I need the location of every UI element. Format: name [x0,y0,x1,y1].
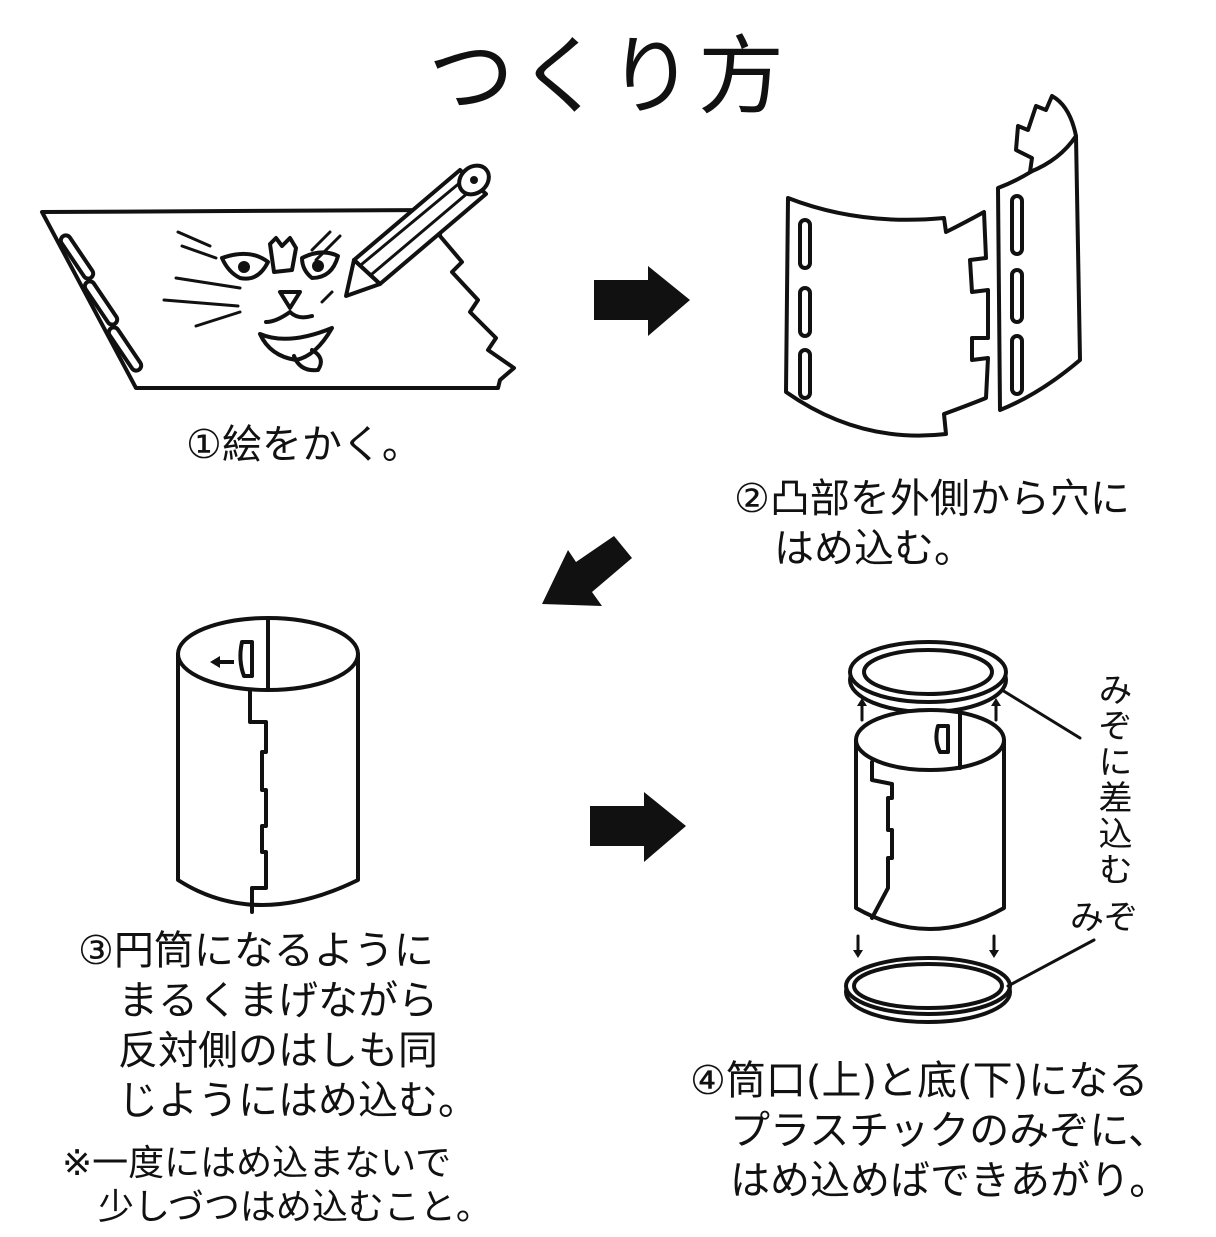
cylinder-icon [176,616,360,914]
step-3-note: ※一度にはめ込まないで 少しづつはめ込むこと。 [62,1143,492,1228]
drawing-sheet [40,208,516,390]
arrow-right-icon [594,266,690,336]
step-3-caption: ③円筒になるように まるくまげながら 反対側のはしも同 じようにはめ込む。 [78,928,478,1124]
cat-face-icon [162,230,342,373]
arrow-right-icon [590,792,686,862]
step-2-caption: ②凸部を外側から穴に はめ込む。 [734,476,1130,572]
curved-sheet-right [996,94,1082,412]
curved-sheet-left [784,196,990,438]
pencil-icon [344,163,491,298]
page-title: つくり方 [428,27,788,127]
inner-cylinder-icon [854,708,1006,931]
step-1-caption: ①絵をかく。 [186,422,422,468]
leader-line-bottom [1006,938,1096,988]
top-ring-icon [848,640,1008,714]
bottom-ring-icon [844,956,1012,1024]
arrows-up-icon [857,698,1001,722]
step-4-caption: ④筒口(上)と底(下)になる プラスチックのみぞに、 はめ込めばできあがり。 [690,1058,1170,1204]
top-groove-label: みぞに差込む [1092,672,1132,888]
leader-line-top [1000,688,1082,740]
arrow-down-left-icon [542,536,632,606]
bottom-groove-label: みぞ [1070,898,1138,938]
arrows-down-icon [853,934,999,958]
